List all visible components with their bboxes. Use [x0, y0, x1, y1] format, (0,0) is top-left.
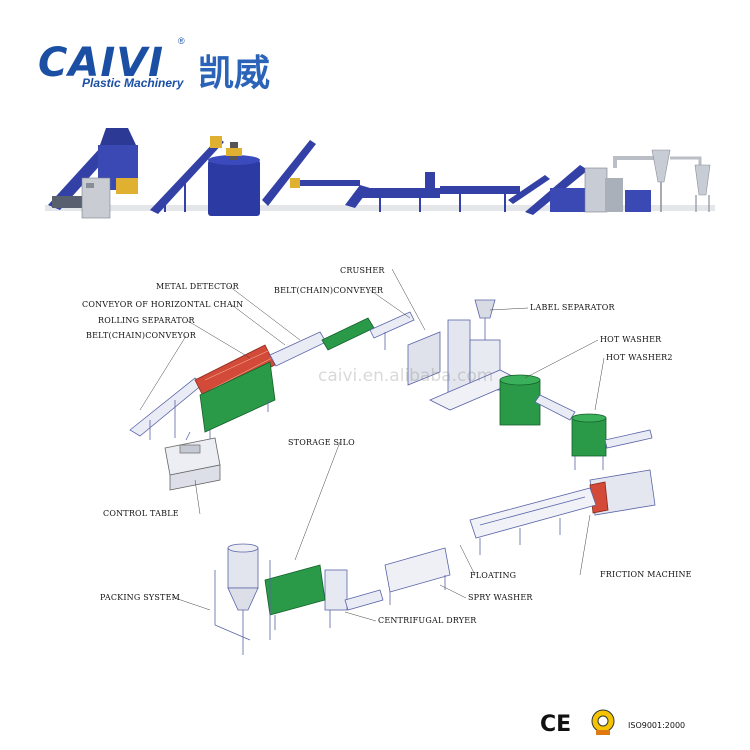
label-control-table: CONTROL TABLE — [103, 509, 179, 518]
label-hot-washer2: HOT WASHER2 — [606, 353, 673, 362]
brand-subtitle: Plastic Machinery — [82, 76, 184, 90]
brand-logo: CAIVI — [38, 40, 165, 86]
label-floating: FLOATING — [470, 571, 517, 580]
label-packing-system: PACKING SYSTEM — [100, 593, 181, 602]
registered-mark: ® — [178, 36, 185, 46]
label-metal-detector: METAL DETECTOR — [156, 282, 239, 291]
label-conveyor-horizontal-chain: CONVEYOR OF HORIZONTAL CHAIN — [82, 300, 244, 309]
ce-mark: CE — [540, 712, 572, 737]
label-spry-washer: SPRY WASHER — [468, 593, 533, 602]
top-production-line — [45, 128, 715, 219]
leader-lines — [139, 268, 605, 622]
iso-certification: ISO9001:2000 — [628, 721, 686, 730]
label-hot-washer: HOT WASHER — [600, 335, 662, 344]
hot-washer2-tank — [571, 413, 607, 457]
label-rolling-separator: ROLLING SEPARATOR — [98, 316, 195, 325]
label-crusher: CRUSHER — [340, 266, 385, 275]
hot-washer-tank — [499, 374, 541, 426]
layout-drawing — [129, 299, 656, 655]
brand-chinese-name: 凯威 — [198, 53, 271, 94]
label-label-separator: LABEL SEPARATOR — [530, 303, 615, 312]
watermark-text: caivi.en.alibaba.com — [318, 366, 494, 386]
label-friction-machine: FRICTION MACHINE — [600, 570, 692, 579]
label-belt-chain-conveyer: BELT(CHAIN)CONVEYER — [274, 286, 384, 295]
label-belt-chain-conveyor: BELT(CHAIN)CONVEYOR — [86, 331, 196, 340]
label-centrifugal-dryer: CENTRIFUGAL DRYER — [378, 616, 477, 625]
sgs-badge-icon — [591, 709, 615, 735]
label-storage-silo: STORAGE SILO — [288, 438, 355, 447]
control-table — [164, 437, 221, 491]
